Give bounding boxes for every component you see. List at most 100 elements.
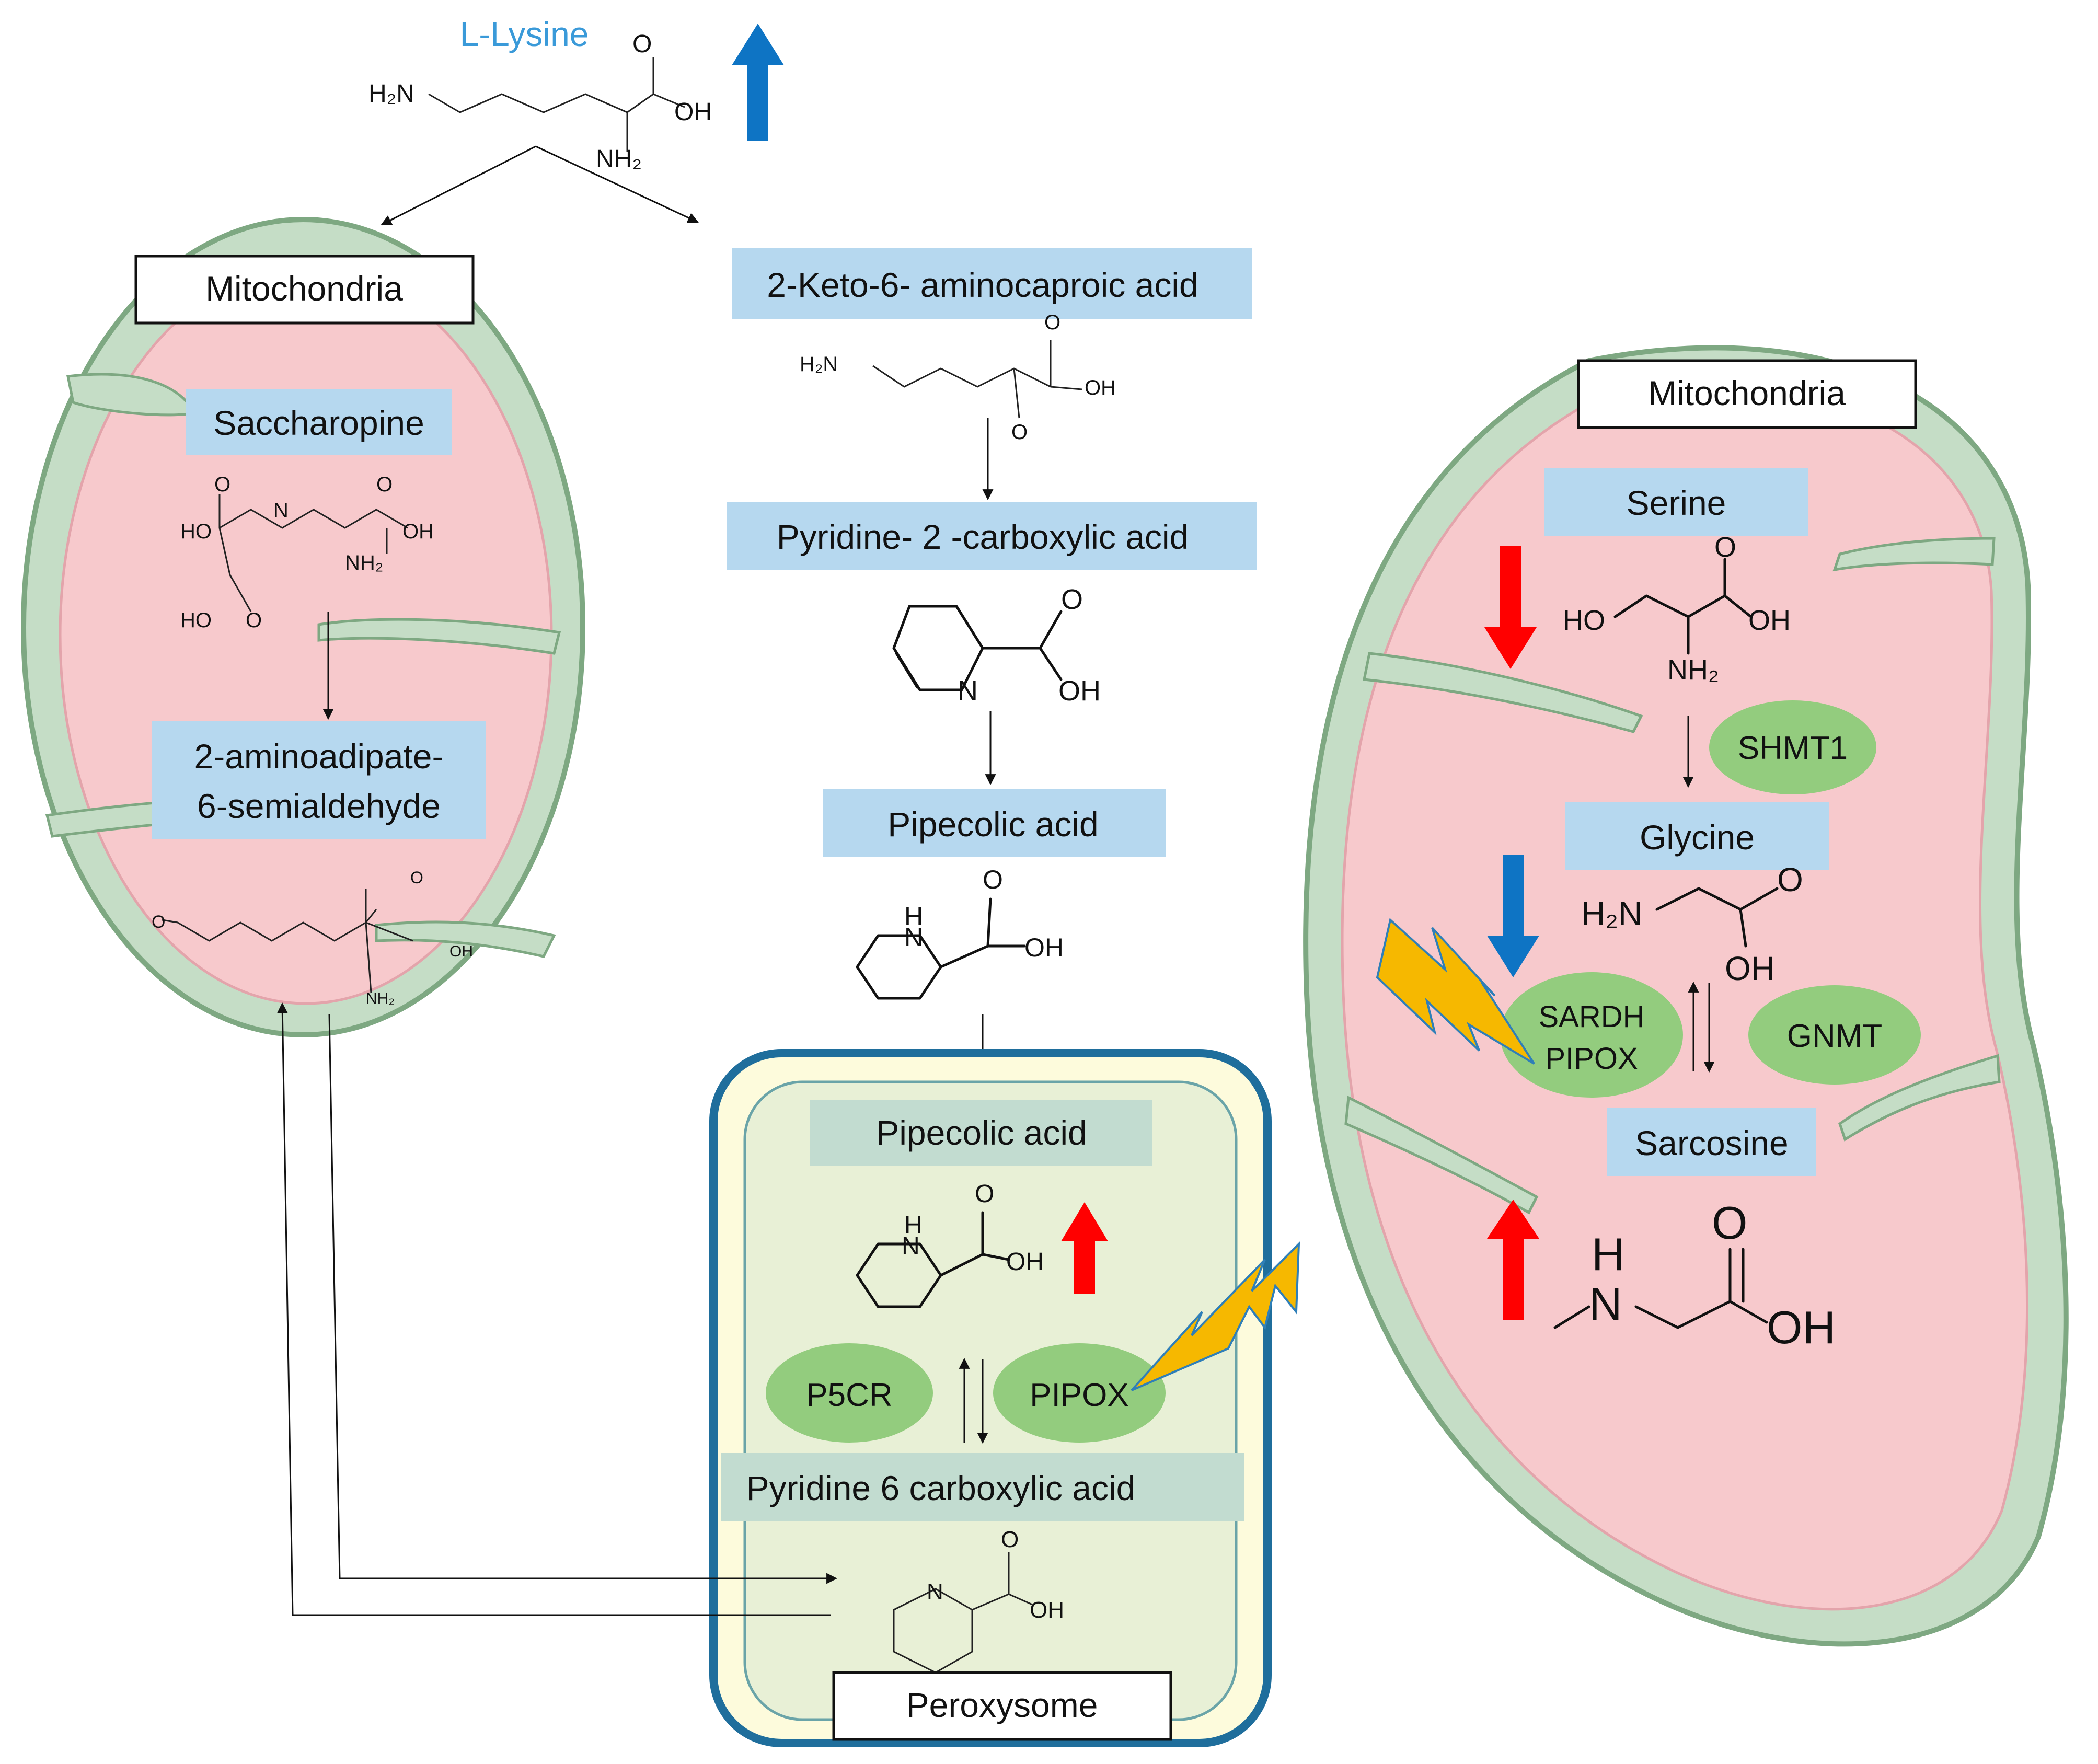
svg-text:O: O [983, 865, 1003, 894]
svg-text:OH: OH [449, 943, 473, 960]
pyridine2-structure: N O OH [892, 584, 1101, 707]
aminoadipate-label-line2: 6-semialdehyde [197, 787, 441, 825]
right-mito-crista [1344, 1096, 1539, 1215]
svg-text:O: O [376, 473, 393, 496]
shmt1-label: SHMT1 [1738, 730, 1848, 766]
serine-label: Serine [1627, 483, 1726, 522]
svg-text:NH₂: NH₂ [345, 551, 383, 574]
svg-text:OH: OH [674, 98, 712, 126]
svg-text:OH: OH [1748, 605, 1791, 636]
svg-text:OH: OH [1725, 950, 1775, 987]
pyridine2-label-box [727, 502, 1257, 570]
lysine-to-left-mito-arrow [381, 145, 536, 226]
pipecolic-outer-structure: H N O OH [856, 865, 1064, 1000]
sarcosine-label: Sarcosine [1635, 1124, 1789, 1162]
pipecolic-inner-up-arrow [1061, 1202, 1108, 1294]
gnmt-enzyme [1748, 985, 1921, 1085]
svg-text:N: N [958, 675, 978, 707]
svg-text:O: O [1714, 532, 1736, 563]
svg-text:H₂N: H₂N [800, 353, 838, 376]
sardh-pipox-label: PIPOX [1545, 1042, 1638, 1076]
svg-text:H₂N: H₂N [1581, 895, 1642, 932]
svg-text:OH: OH [402, 520, 434, 543]
peroxisome-to-aminoadipate-arrow [276, 1002, 831, 1616]
aminoadipate-label-box [152, 721, 486, 839]
svg-text:O: O [246, 609, 262, 632]
svg-text:O: O [1712, 1197, 1747, 1249]
svg-text:O: O [975, 1180, 994, 1208]
aminoadipate-label-line1: 2-aminoadipate- [194, 737, 444, 776]
aminoadipate-structure: O O OH NH₂ [152, 868, 473, 1007]
pyridine6-label: Pyridine 6 carboxylic acid [746, 1469, 1136, 1507]
saccharopine-structure: HO O N O OH NH₂ HO O [180, 473, 434, 632]
glycine-structure: H₂N O OH [1581, 861, 1803, 987]
peroxisome-title: Peroxysome [906, 1686, 1098, 1724]
lysine-up-arrow [732, 24, 784, 141]
svg-text:H: H [904, 1212, 923, 1239]
pipox-lightning-icon [1131, 1241, 1300, 1391]
svg-text:N: N [902, 1232, 920, 1260]
svg-text:H: H [904, 902, 923, 931]
svg-text:OH: OH [1024, 933, 1064, 962]
pipecolic-inner-label: Pipecolic acid [876, 1113, 1087, 1152]
sardh-pipox-enzyme [1500, 972, 1683, 1098]
peroxisome-title-box [832, 1671, 1172, 1741]
svg-text:OH: OH [1767, 1301, 1836, 1353]
svg-text:OH: OH [1006, 1248, 1044, 1276]
svg-text:O: O [410, 868, 423, 887]
right-mito-title-box [1577, 359, 1917, 429]
pyridine6-structure: N O OH [893, 1527, 1064, 1674]
svg-text:N: N [927, 1579, 943, 1605]
pipecolic-outer-label-box [823, 789, 1166, 857]
pyridine6-label-box [721, 1453, 1244, 1521]
sardh-lightning-icon [1376, 918, 1535, 1065]
glycine-down-arrow [1487, 855, 1539, 977]
svg-text:N: N [904, 923, 923, 952]
sarcosine-up-arrow [1487, 1200, 1539, 1320]
keto-label: 2-Keto-6- aminocaproic acid [767, 266, 1198, 304]
svg-text:O: O [632, 30, 652, 58]
svg-text:O: O [1001, 1527, 1019, 1552]
glycine-label-box [1565, 802, 1829, 870]
svg-text:O: O [152, 912, 165, 932]
shmt1-enzyme [1709, 700, 1876, 794]
keto-structure: H₂N OH O O [800, 311, 1116, 444]
pipecolic-outer-label: Pipecolic acid [887, 805, 1099, 844]
svg-text:HO: HO [1563, 605, 1605, 636]
svg-text:H₂N: H₂N [368, 80, 414, 108]
pipox-enzyme [993, 1343, 1166, 1443]
p5cr-enzyme [766, 1343, 933, 1443]
pipox-label: PIPOX [1030, 1377, 1129, 1413]
gnmt-label: GNMT [1787, 1018, 1883, 1054]
svg-text:OH: OH [1058, 675, 1101, 707]
left-mito-title-box [134, 255, 475, 325]
svg-text:HO: HO [180, 520, 212, 543]
p5cr-label: P5CR [806, 1377, 892, 1413]
svg-text:OH: OH [1085, 376, 1116, 399]
lysine-to-keto-arrow [535, 145, 699, 223]
serine-label-box [1544, 468, 1808, 536]
right-mitochondrion: Mitochondria Serine HO O OH NH₂ SHMT1 Gl… [1303, 345, 2069, 1647]
pyridine2-label: Pyridine- 2 -carboxylic acid [777, 517, 1189, 556]
svg-text:O: O [1061, 584, 1083, 615]
svg-text:NH₂: NH₂ [366, 990, 395, 1007]
glycine-label: Glycine [1640, 818, 1755, 857]
saccharopine-label: Saccharopine [213, 403, 424, 442]
svg-text:OH: OH [1030, 1597, 1064, 1623]
sarcosine-label-box [1607, 1108, 1816, 1176]
left-mito-crista [317, 618, 561, 655]
left-mito-title: Mitochondria [205, 269, 403, 308]
lysine-block: L-Lysine H₂N O OH NH₂ [368, 15, 712, 173]
svg-text:O: O [1777, 861, 1803, 898]
keto-label-box [732, 248, 1252, 319]
left-mito-crista [375, 920, 556, 958]
svg-text:O: O [214, 473, 230, 496]
serine-structure: HO O OH NH₂ [1563, 532, 1791, 686]
sarcosine-structure: H N O OH [1553, 1197, 1836, 1353]
left-mitochondrion: Mitochondria Saccharopine HO O N O OH NH… [21, 217, 585, 1037]
saccharopine-label-box [186, 389, 452, 455]
right-mito-crista [1363, 652, 1643, 733]
svg-text:NH₂: NH₂ [1667, 654, 1719, 686]
svg-text:O: O [1044, 311, 1060, 334]
